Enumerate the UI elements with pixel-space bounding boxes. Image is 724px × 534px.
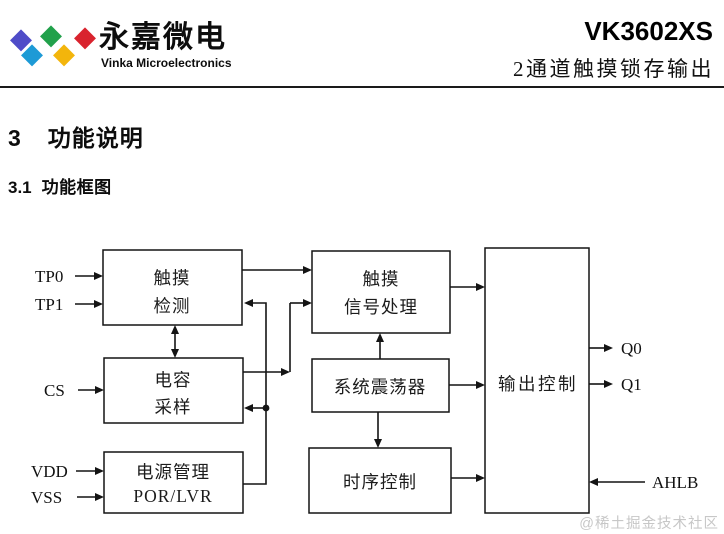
label-power-mgmt-1: 电源管理 bbox=[136, 462, 210, 482]
pin-label-vdd: VDD bbox=[31, 462, 68, 481]
subsection-title: 功能框图 bbox=[41, 178, 112, 197]
watermark: @稀土掘金技术社区 bbox=[579, 516, 719, 532]
wire-power-to-detect bbox=[243, 299, 267, 485]
block-cap-sample bbox=[103, 357, 244, 424]
pin-label-cs: CS bbox=[44, 381, 65, 400]
label-cap-sample-1: 电容 bbox=[155, 370, 192, 390]
block-touch-detect bbox=[102, 249, 243, 326]
subsection-number: 3.1 bbox=[8, 178, 32, 197]
brand-name-cn: 永嘉微电 bbox=[99, 21, 227, 54]
block-signal-proc bbox=[311, 250, 451, 334]
label-touch-detect-1: 触摸 bbox=[154, 268, 191, 288]
section-heading: 3 功能说明 bbox=[8, 119, 144, 153]
label-oscillator: 系统震荡器 bbox=[334, 377, 427, 397]
logo-diamond-green bbox=[40, 25, 62, 48]
header-divider bbox=[0, 86, 724, 88]
vinka-logo-icon bbox=[8, 18, 100, 78]
block-timing-ctrl bbox=[308, 447, 452, 514]
label-timing-ctrl: 时序控制 bbox=[343, 472, 417, 492]
block-output-ctrl bbox=[484, 247, 590, 514]
subsection-heading: 3.1 功能框图 bbox=[8, 173, 112, 198]
part-number: VK3602XS bbox=[584, 16, 713, 46]
brand-name-en: Vinka Microelectronics bbox=[101, 56, 232, 70]
block-power-mgmt bbox=[103, 451, 244, 514]
pin-label-vss: VSS bbox=[31, 488, 62, 507]
label-signal-proc-2: 信号处理 bbox=[344, 297, 418, 317]
label-signal-proc-1: 触摸 bbox=[363, 269, 400, 289]
label-output-ctrl: 输出控制 bbox=[498, 374, 578, 394]
pin-label-q1: Q1 bbox=[621, 375, 642, 394]
label-power-mgmt-2: POR/LVR bbox=[133, 486, 212, 506]
logo-diamonds-icon bbox=[10, 25, 96, 67]
block-oscillator bbox=[311, 358, 450, 413]
document-subtitle: 2通道触摸锁存输出 bbox=[513, 57, 714, 81]
pin-label-tp1: TP1 bbox=[35, 295, 63, 314]
pin-label-q0: Q0 bbox=[621, 339, 642, 358]
pin-label-ahlb: AHLB bbox=[652, 473, 698, 492]
wire-junction-dot bbox=[262, 404, 270, 412]
section-title: 功能说明 bbox=[47, 125, 144, 151]
pin-label-tp0: TP0 bbox=[35, 267, 63, 286]
section-number: 3 bbox=[8, 125, 21, 151]
label-cap-sample-2: 采样 bbox=[155, 397, 192, 417]
label-touch-detect-2: 检测 bbox=[154, 296, 191, 316]
